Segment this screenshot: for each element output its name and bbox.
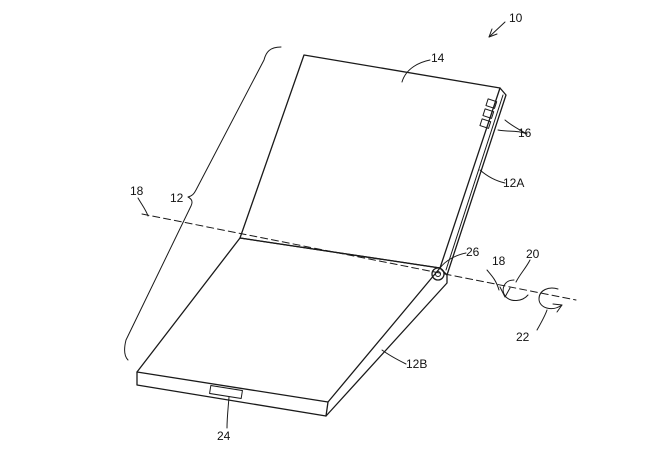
label-18-left: 18 <box>130 184 144 198</box>
label-26: 26 <box>466 245 480 259</box>
label-18-right: 18 <box>492 254 506 268</box>
bracket-12 <box>124 46 282 361</box>
upper-housing-12a <box>239 54 507 276</box>
label-22: 22 <box>516 330 530 344</box>
leader-lines <box>137 59 548 429</box>
connector-port-24 <box>209 385 243 399</box>
label-10: 10 <box>509 11 523 25</box>
reference-arrow-10 <box>488 21 506 38</box>
rotation-arrow-20 <box>499 279 529 301</box>
rotational-axis-18 <box>141 213 577 301</box>
label-14: 14 <box>431 51 445 65</box>
label-20: 20 <box>526 247 540 261</box>
label-12: 12 <box>170 191 184 205</box>
lower-housing-12b <box>136 237 448 417</box>
label-12a: 12A <box>503 176 524 190</box>
label-16: 16 <box>518 126 532 140</box>
side-buttons-16 <box>479 98 498 129</box>
label-24: 24 <box>217 429 231 443</box>
rotation-arrow-22 <box>538 287 563 313</box>
label-12b: 12B <box>406 357 427 371</box>
reference-numerals: 10 14 16 12A 18 12 26 20 18 22 12B 24 <box>130 11 540 443</box>
